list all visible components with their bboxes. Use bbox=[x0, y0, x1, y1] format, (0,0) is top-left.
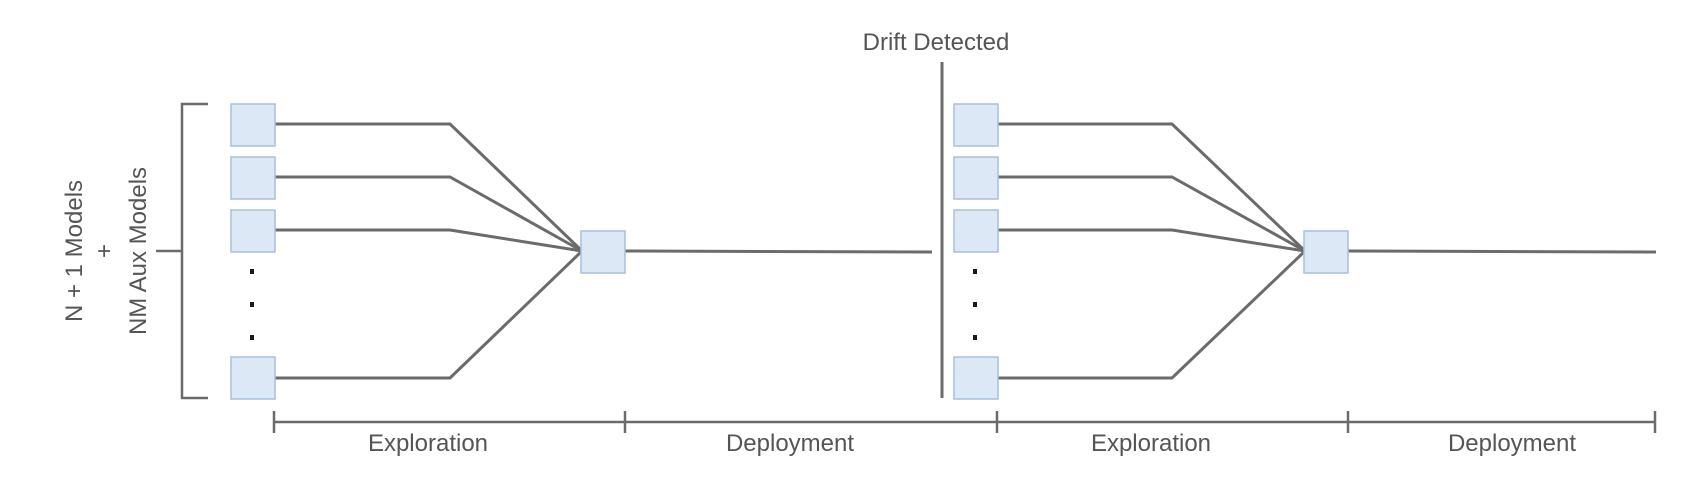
phase-label-deployment-1: Deployment bbox=[726, 430, 854, 457]
bracket-label-line3: NM Aux Models bbox=[125, 167, 152, 335]
connector bbox=[274, 175, 583, 253]
ellipsis-dot bbox=[250, 335, 254, 340]
model-box bbox=[953, 103, 999, 147]
connector bbox=[997, 228, 1306, 253]
connector bbox=[997, 122, 1307, 253]
phase-label-exploration-2: Exploration bbox=[1091, 430, 1211, 457]
bracket-label-line1: N + 1 Models bbox=[61, 180, 88, 322]
timeline-axis: Exploration Deployment Exploration Deplo… bbox=[272, 411, 1657, 457]
deployment-line bbox=[623, 249, 933, 254]
connector bbox=[274, 122, 584, 253]
connector bbox=[274, 249, 584, 380]
ellipsis-dot bbox=[973, 302, 977, 307]
model-box bbox=[230, 103, 276, 147]
bracket-label-line2: + bbox=[91, 244, 118, 258]
connector bbox=[997, 175, 1306, 253]
model-box bbox=[230, 209, 276, 253]
drift-detected-label: Drift Detected bbox=[863, 29, 1010, 56]
ellipsis-dot bbox=[973, 335, 977, 340]
model-box bbox=[230, 356, 276, 400]
model-box bbox=[230, 156, 276, 200]
models-bracket bbox=[156, 102, 208, 400]
ensemble-group-2 bbox=[953, 103, 1657, 400]
model-box bbox=[953, 209, 999, 253]
model-box bbox=[953, 156, 999, 200]
connector bbox=[274, 228, 583, 253]
ellipsis-dot bbox=[250, 269, 254, 274]
selected-model-box bbox=[580, 230, 626, 274]
ensemble-group-1 bbox=[230, 103, 933, 400]
phase-label-exploration-1: Exploration bbox=[368, 430, 488, 457]
phase-label-deployment-2: Deployment bbox=[1448, 430, 1576, 457]
connector bbox=[997, 249, 1307, 380]
model-box bbox=[953, 356, 999, 400]
selected-model-box bbox=[1303, 230, 1349, 274]
models-bracket-label: N + 1 Models + NM Aux Models bbox=[61, 167, 152, 335]
deployment-line bbox=[1346, 249, 1657, 254]
ellipsis-dot bbox=[250, 302, 254, 307]
ellipsis-dot bbox=[973, 269, 977, 274]
